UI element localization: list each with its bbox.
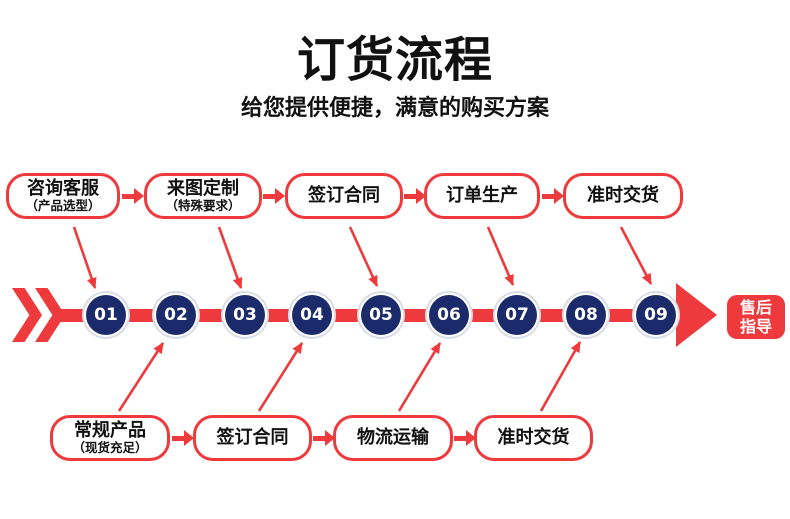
timeline-step-5: 05: [361, 295, 401, 335]
arrow-right-icon: [454, 430, 476, 446]
process-box-sublabel: （特殊要求）: [165, 198, 241, 214]
process-box-label: 准时交货: [587, 185, 659, 207]
timeline-step-7: 07: [497, 295, 537, 335]
arrow-right-icon: [404, 188, 426, 204]
connector-top-2: [217, 226, 243, 289]
process-box-consult: 咨询客服 （产品选型）: [6, 173, 120, 219]
process-box-ontime-delivery-bottom: 准时交货: [474, 415, 593, 461]
connector-bottom-1: [117, 342, 165, 412]
connector-bottom-4: [539, 341, 582, 412]
connector-top-1: [72, 226, 97, 289]
process-box-label: 订单生产: [446, 185, 518, 207]
process-box-label: 签订合同: [216, 427, 289, 449]
after-sales-guidance-box: 售后 指导: [727, 295, 785, 339]
connector-bottom-3: [397, 342, 442, 412]
timeline-step-6: 06: [429, 295, 469, 335]
process-box-label: 准时交货: [497, 427, 570, 449]
process-box-label: 咨询客服: [27, 178, 99, 200]
connector-top-4: [486, 226, 515, 286]
process-box-sublabel: （现货充足）: [72, 440, 148, 456]
timeline-step-2: 02: [156, 295, 196, 335]
process-box-label: 物流运输: [357, 427, 429, 449]
arrow-right-icon: [313, 430, 335, 446]
process-box-logistics: 物流运输: [333, 415, 453, 461]
arrow-right-icon: [263, 188, 285, 204]
endpoint-label-line1: 售后: [739, 298, 772, 317]
timeline-step-8: 08: [566, 295, 606, 335]
timeline-step-3: 03: [225, 295, 265, 335]
timeline-chevron-icon: [12, 288, 42, 342]
arrow-right-icon: [542, 188, 564, 204]
process-box-label: 签订合同: [308, 185, 380, 207]
page-subtitle: 给您提供便捷，满意的购买方案: [240, 96, 549, 121]
page-title: 订货流程: [296, 32, 493, 88]
process-box-custom-drawing: 来图定制 （特殊要求）: [144, 173, 262, 219]
timeline-arrowhead-icon: [676, 283, 717, 347]
timeline-step-4: 04: [292, 295, 332, 335]
arrow-right-icon: [172, 430, 194, 446]
timeline-step-1: 01: [86, 295, 126, 335]
process-box-ontime-delivery-top: 准时交货: [563, 173, 683, 219]
connector-top-3: [348, 226, 379, 287]
process-box-sign-contract-bottom: 签订合同: [193, 415, 312, 461]
process-box-order-production: 订单生产: [424, 173, 540, 219]
timeline-step-9: 09: [636, 295, 676, 335]
process-box-sublabel: （产品选型）: [25, 198, 101, 214]
process-box-sign-contract-top: 签订合同: [285, 173, 403, 219]
arrow-right-icon: [122, 188, 144, 204]
process-box-regular-products: 常规产品 （现货充足）: [50, 415, 170, 461]
connector-top-5: [619, 226, 653, 285]
process-box-label: 来图定制: [167, 178, 239, 200]
connector-bottom-2: [257, 342, 304, 412]
endpoint-label-line2: 指导: [739, 317, 772, 336]
process-box-label: 常规产品: [74, 420, 146, 442]
